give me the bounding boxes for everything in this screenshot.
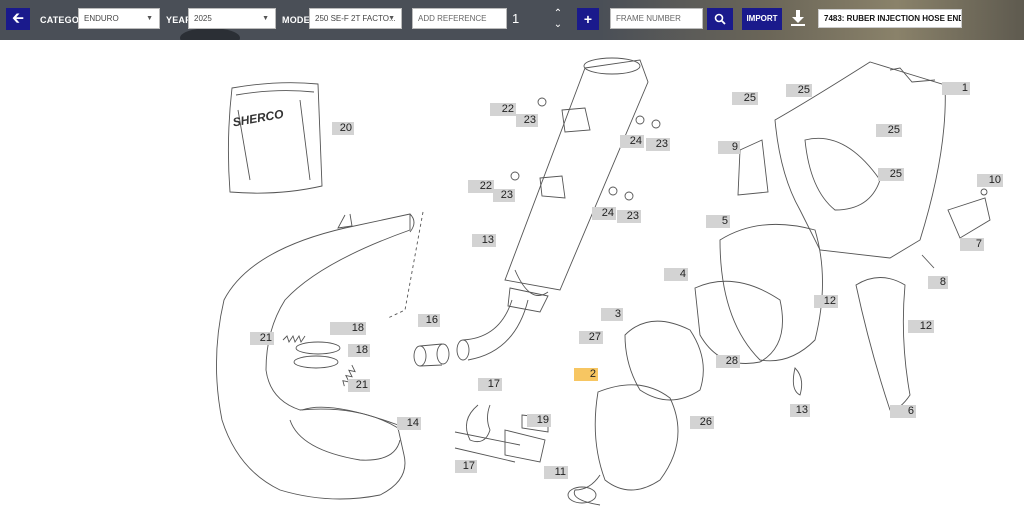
- model-label: MODEL: [282, 15, 316, 25]
- exploded-parts-diagram: SHERCO 20 22 23 22 23 24 23 24 23 13 18 …: [0, 40, 1024, 529]
- callout-8[interactable]: 8: [928, 276, 948, 289]
- callout-16[interactable]: 16: [418, 314, 440, 327]
- category-select[interactable]: ENDURO ▼: [78, 8, 160, 29]
- year-label: YEAR: [166, 15, 192, 25]
- callout-9[interactable]: 9: [718, 141, 740, 154]
- callout-23[interactable]: 23: [646, 138, 670, 151]
- callout-24[interactable]: 24: [620, 135, 644, 148]
- quantity-value: 1: [512, 11, 520, 26]
- callout-11[interactable]: 11: [544, 466, 568, 479]
- callout-25[interactable]: 25: [878, 168, 904, 181]
- import-button[interactable]: IMPORT: [742, 8, 782, 30]
- chevron-up-icon[interactable]: ⌃: [553, 8, 563, 19]
- quantity-stepper[interactable]: ⌃ ⌄: [552, 8, 564, 32]
- callout-13[interactable]: 13: [790, 404, 810, 417]
- callout-2-highlighted[interactable]: 2: [574, 368, 598, 381]
- callout-22[interactable]: 22: [468, 180, 494, 193]
- callout-24[interactable]: 24: [592, 207, 616, 220]
- part-air-filter: [594, 384, 679, 491]
- back-button[interactable]: 🡰: [6, 8, 30, 30]
- callout-4[interactable]: 4: [664, 268, 688, 281]
- arrow-left-icon: 🡰: [11, 10, 25, 27]
- callout-17[interactable]: 18: [330, 322, 366, 335]
- search-icon: [714, 13, 726, 25]
- callout-12[interactable]: 12: [908, 320, 934, 333]
- callout-25[interactable]: 25: [732, 92, 758, 105]
- part-rear-frame: [774, 61, 946, 259]
- frame-number-input[interactable]: FRAME NUMBER: [610, 8, 703, 29]
- year-select[interactable]: 2025 ▼: [188, 8, 276, 29]
- part-muffler: [504, 59, 649, 291]
- add-to-cart-button[interactable]: +: [577, 8, 599, 30]
- callout-19[interactable]: 19: [527, 414, 551, 427]
- callout-18[interactable]: 17: [478, 378, 502, 391]
- part-mudguard: [855, 277, 911, 411]
- callout-20[interactable]: 20: [332, 122, 354, 135]
- callout-10[interactable]: 10: [977, 174, 1003, 187]
- background-photo-fragment: [180, 28, 240, 40]
- search-button[interactable]: [707, 8, 733, 30]
- callout-22[interactable]: 22: [490, 103, 516, 116]
- callout-17[interactable]: 18: [348, 344, 370, 357]
- callout-3[interactable]: 3: [601, 308, 623, 321]
- callout-1[interactable]: 1: [942, 82, 970, 95]
- callout-23[interactable]: 23: [516, 114, 538, 127]
- callout-5[interactable]: 5: [706, 215, 730, 228]
- callout-18[interactable]: 17: [455, 460, 477, 473]
- model-select[interactable]: 250 SE-F 2T FACTO...▼: [309, 8, 402, 29]
- download-icon[interactable]: [789, 9, 807, 27]
- part-bag-outline: [227, 82, 323, 194]
- chevron-down-icon[interactable]: ⌄: [553, 19, 563, 30]
- year-select-value: 2025: [194, 14, 212, 23]
- callout-12[interactable]: 12: [814, 295, 838, 308]
- callout-23[interactable]: 23: [493, 189, 515, 202]
- chevron-down-icon: ▼: [146, 15, 153, 22]
- category-label: CATEGORY: [40, 15, 92, 25]
- model-select-value: 250 SE-F 2T FACTO...: [315, 14, 396, 23]
- callout-25[interactable]: 25: [876, 124, 902, 137]
- part-airbox: [719, 223, 823, 362]
- callout-7[interactable]: 7: [960, 238, 984, 251]
- callout-21[interactable]: 21: [348, 379, 370, 392]
- callout-23[interactable]: 23: [617, 210, 641, 223]
- callout-25[interactable]: 25: [786, 84, 812, 97]
- category-select-value: ENDURO: [84, 14, 119, 23]
- selected-part-field[interactable]: 7483: RUBER INJECTION HOSE END 250/30: [818, 9, 962, 28]
- callout-26[interactable]: 26: [690, 416, 714, 429]
- callout-27[interactable]: 27: [579, 331, 603, 344]
- brand-logo-text: SHERCO: [232, 107, 286, 130]
- callout-13[interactable]: 13: [472, 234, 496, 247]
- callout-21[interactable]: 21: [250, 332, 274, 345]
- callout-6[interactable]: 6: [890, 405, 916, 418]
- top-toolbar: 🡰 CATEGORY ENDURO ▼ YEAR 2025 ▼ MODEL 250 …: [0, 0, 1024, 40]
- callout-14[interactable]: 14: [397, 417, 421, 430]
- add-reference-input[interactable]: ADD REFERENCE: [412, 8, 507, 29]
- chevron-down-icon: ▼: [388, 15, 395, 22]
- chevron-down-icon: ▼: [262, 15, 269, 22]
- callout-28[interactable]: 28: [716, 355, 740, 368]
- part-expansion-chamber: [216, 213, 411, 500]
